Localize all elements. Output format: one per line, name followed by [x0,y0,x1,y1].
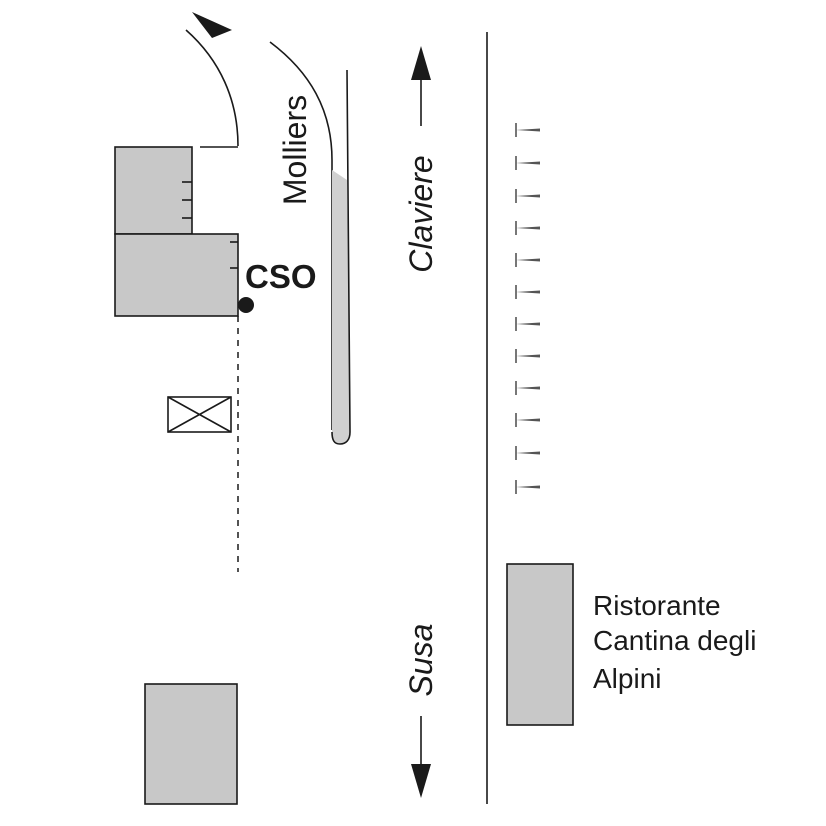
median-strip [332,170,350,444]
susa-arrow-icon [411,764,431,798]
molliers-road-right-edge [269,41,333,430]
claviere-arrow-icon [411,46,431,80]
molliers-label: Molliers [277,95,313,205]
restaurant-label-line2: Cantina degli [593,625,756,656]
tree-row [515,123,540,494]
tree-symbol [515,381,540,395]
claviere-label: Claviere [403,155,439,272]
tree-symbol [515,285,540,299]
restaurant-building [506,563,574,726]
restaurant-label-line1: Ristorante [593,590,721,621]
tree-symbol [515,221,540,235]
restaurant-label-line3: Alpini [593,663,661,694]
tree-symbol [515,253,540,267]
tree-symbol [515,123,540,137]
tree-symbol [515,446,540,460]
building-bottom-left [144,683,238,805]
molliers-road-left-edge [185,29,239,147]
cso-point-marker [238,297,254,313]
median-strip-outline [331,69,351,445]
tree-symbol [515,349,540,363]
molliers-direction-arrow [192,12,232,38]
tree-symbol [515,156,540,170]
building-tick-marks [182,181,238,269]
crossed-box-symbol [167,396,232,433]
tree-symbol [515,189,540,203]
tree-symbol [515,413,540,427]
cso-label: CSO [245,258,317,295]
building-upper [114,146,193,235]
susa-label: Susa [403,624,439,697]
building-lower [114,233,239,317]
tree-symbol [515,317,540,331]
tree-symbol [515,480,540,494]
